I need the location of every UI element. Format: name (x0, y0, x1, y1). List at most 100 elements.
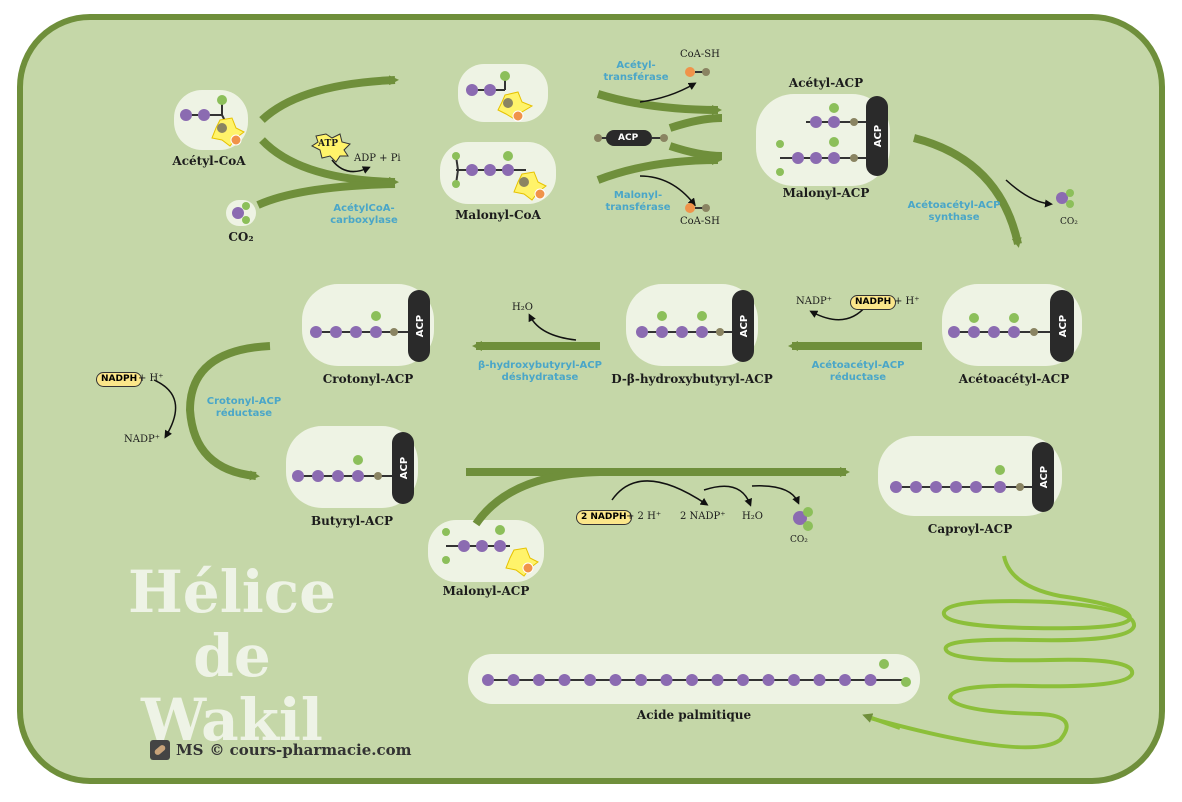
acetoacetyl-acp-molecule (942, 284, 1082, 366)
nadph-badge-3: 2 NADPH (576, 510, 632, 525)
oxygen-atom (879, 659, 889, 669)
label-acetyl-acp: Acétyl-ACP (788, 76, 864, 90)
nadp-label-1: NADP⁺ (796, 296, 832, 307)
label-butyryl-acp: Butyryl-ACP (310, 514, 394, 528)
label-crotonyl-acp: Crotonyl-ACP (322, 372, 414, 386)
label-palmitic-acid: Acide palmitique (636, 708, 752, 722)
coash-label-1: CoA-SH (680, 49, 720, 60)
co2-molecule (226, 200, 256, 226)
oxygen-atom (901, 677, 911, 687)
h2o-label-2: H₂O (742, 511, 763, 522)
crotonyl-acp-molecule (302, 284, 434, 366)
arrow-coash-1 (639, 82, 697, 103)
acetyl-coa-top-molecule (458, 64, 548, 122)
label-malonyl-acp: Malonyl-ACP (782, 186, 870, 200)
carbon-atom (609, 674, 622, 686)
carbon-atom (635, 674, 647, 686)
coash-2-molecule (685, 203, 710, 213)
coash-label-2: CoA-SH (680, 216, 720, 227)
brand-text: © cours-pharmacie.com (209, 741, 412, 759)
carbon-atom (813, 674, 826, 686)
acetyl-coa-molecule (174, 90, 248, 150)
arrow-nadph-2 (153, 379, 177, 439)
arrow-atp (331, 159, 371, 174)
brand-initials: MS (176, 741, 204, 759)
label-malonyl-coa: Malonyl-CoA (455, 208, 541, 222)
label-hydroxybutyryl-acp: D-β-hydroxybutyryl-ACP (611, 372, 773, 386)
acp-label-3: ACP (739, 315, 750, 337)
label-malonyl-acp-2: Malonyl-ACP (442, 584, 530, 598)
arrow-h2o (528, 313, 577, 341)
label-co2: CO₂ (228, 230, 254, 244)
adp-label: ADP + Pi (354, 153, 401, 164)
carbon-atom (507, 674, 520, 686)
co2-bottom-molecule (793, 507, 813, 531)
arrow-nadph-1 (809, 305, 867, 321)
arrow-malonyl-transfer (596, 155, 722, 184)
hydroxybutyryl-acp-molecule (626, 284, 758, 366)
carbon-atom (660, 674, 673, 686)
arrow-co2-up (256, 180, 396, 209)
nadp-label-2: NADP⁺ (124, 434, 160, 445)
carbon-atom (686, 674, 698, 686)
atp-label: ATP (318, 139, 338, 149)
outer-frame (17, 14, 1165, 784)
arrow-acp-bottom (668, 142, 723, 160)
watermark-line-2: Wakil (141, 686, 323, 754)
carbon-atom (482, 674, 494, 686)
carbon-atom (762, 674, 775, 686)
carbon-atom (711, 674, 724, 686)
brand-footer: MS © cours-pharmacie.com (150, 740, 412, 760)
enzyme-carboxylase: AcétylCoA-carboxylase (330, 203, 398, 226)
carbon-atom (839, 674, 851, 686)
acp-carrier-label: ACP (618, 133, 639, 143)
butyryl-acp-molecule (286, 426, 418, 508)
h-label-1: + H⁺ (894, 296, 920, 307)
arrow-synthase (913, 134, 1022, 248)
arrow-acetyl-transfer (596, 90, 722, 115)
capsule-icon (150, 740, 170, 760)
nadp-label-3: 2 NADP⁺ (680, 511, 726, 522)
co2-label-3: CO₂ (790, 535, 808, 545)
malonyl-acp-bottom-molecule (428, 520, 544, 582)
acp-label-6: ACP (1039, 466, 1050, 488)
acp-label-5: ACP (399, 457, 410, 479)
watermark-line-1: Hélice de (128, 558, 336, 690)
carbon-atom (864, 674, 877, 686)
palmitic-acid-molecule (468, 654, 920, 704)
h-label-2: + H⁺ (138, 373, 164, 384)
carbon-atom (584, 674, 596, 686)
acp-label-2: ACP (1058, 315, 1069, 337)
h-label-3: + 2 H⁺ (626, 511, 662, 522)
arrow-helix-end (862, 713, 901, 730)
co2-small-molecule (1056, 189, 1074, 208)
malonyl-coa-molecule (440, 142, 556, 204)
coash-1-molecule (685, 67, 710, 77)
enzyme-malonyl-transferase: Malonyl-transférase (605, 190, 671, 213)
h2o-label: H₂O (512, 302, 533, 313)
caproyl-acp-molecule (878, 436, 1062, 516)
carbon-atom (533, 674, 545, 686)
helix-spiral (869, 555, 1136, 750)
carbon-atom (737, 674, 749, 686)
watermark-title: Hélice de Wakil (82, 560, 382, 752)
nadph-badge-2: NADPH (96, 372, 143, 387)
arrow-h2o-2 (703, 485, 752, 507)
acp-label-4: ACP (415, 315, 426, 337)
label-acetoacetyl-acp: Acétoacétyl-ACP (958, 372, 1070, 386)
acetyl-malonyl-acp-complex (756, 94, 890, 186)
arrow-malonyl-join (472, 468, 601, 527)
arrow-co2-3 (751, 485, 800, 505)
co2-release-label: CO₂ (1060, 217, 1078, 227)
atp-burst (311, 133, 351, 163)
arrow-acp-top (668, 114, 723, 132)
carbon-atom (788, 674, 800, 686)
arrow-coash-2 (639, 175, 696, 207)
carbon-atom (558, 674, 571, 686)
acp-carrier-free (594, 130, 668, 146)
arrow-acetylcoa-up (259, 75, 399, 123)
